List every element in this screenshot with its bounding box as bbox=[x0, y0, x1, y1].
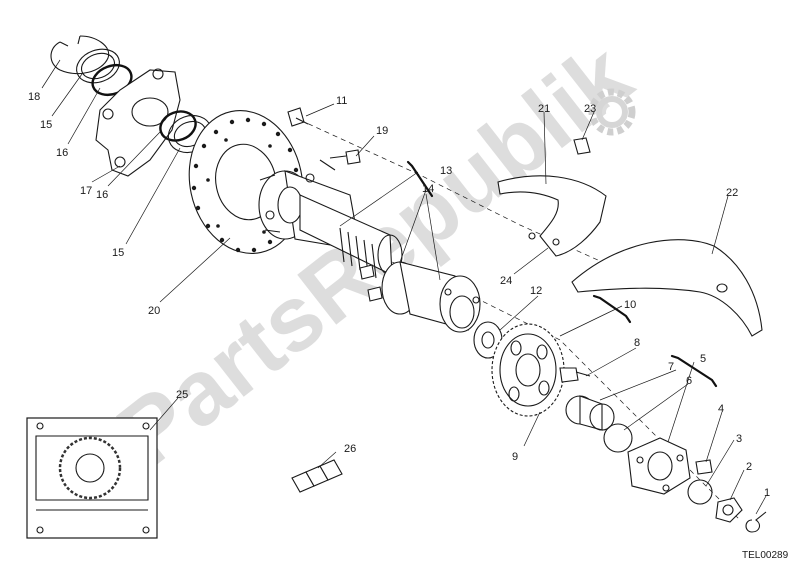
callout-13: 13 bbox=[440, 165, 452, 177]
callout-5: 5 bbox=[700, 353, 706, 365]
callout-17: 17 bbox=[80, 185, 92, 197]
callout-24: 24 bbox=[500, 275, 512, 287]
caliper-bracket-17 bbox=[95, 68, 181, 177]
washer-3 bbox=[687, 479, 713, 505]
callout-14: 14 bbox=[422, 183, 434, 195]
circlip-18 bbox=[50, 35, 110, 75]
callout-20: 20 bbox=[148, 305, 160, 317]
stud-8 bbox=[559, 367, 591, 383]
callout-25: 25 bbox=[176, 389, 188, 401]
screw-19 bbox=[329, 149, 361, 165]
bracket-10 bbox=[592, 294, 632, 324]
chain-guard-21 bbox=[497, 175, 607, 257]
callout-15-left: 15 bbox=[40, 119, 52, 131]
bracket-13 bbox=[406, 160, 434, 198]
callout-21: 21 bbox=[538, 103, 550, 115]
callout-23: 23 bbox=[584, 103, 596, 115]
sprocket-9 bbox=[491, 323, 565, 417]
pin-1 bbox=[745, 511, 767, 533]
callout-19: 19 bbox=[376, 125, 388, 137]
callout-9: 9 bbox=[512, 451, 518, 463]
inset-box-25 bbox=[26, 417, 158, 539]
rubber-23 bbox=[573, 137, 591, 155]
spacer-7 bbox=[565, 395, 615, 431]
callout-7: 7 bbox=[668, 361, 674, 373]
screw-11 bbox=[287, 107, 309, 127]
screw-small-a bbox=[359, 264, 375, 280]
callout-26: 26 bbox=[344, 443, 356, 455]
bearing-carrier-13 bbox=[381, 261, 481, 333]
callout-11: 11 bbox=[336, 95, 347, 107]
callout-3: 3 bbox=[736, 433, 742, 445]
gear-icon bbox=[588, 88, 636, 136]
drawing-code: TEL00289 bbox=[742, 550, 789, 561]
callout-2: 2 bbox=[746, 461, 752, 473]
ring-15-left bbox=[76, 48, 120, 84]
bracket-5 bbox=[670, 354, 718, 388]
sprocket-flange-5 bbox=[627, 437, 691, 495]
callout-4: 4 bbox=[718, 403, 724, 415]
screw-small-b bbox=[367, 286, 383, 302]
callout-16-right: 16 bbox=[96, 189, 108, 201]
leader-lines bbox=[41, 59, 767, 515]
callout-8: 8 bbox=[634, 337, 640, 349]
chain-links-26 bbox=[291, 459, 343, 493]
callout-12: 12 bbox=[530, 285, 542, 297]
bushing-4 bbox=[695, 459, 713, 475]
callout-1: 1 bbox=[764, 487, 770, 499]
washer-6 bbox=[603, 423, 633, 453]
callout-18: 18 bbox=[28, 91, 40, 103]
hub-axle-14 bbox=[258, 159, 403, 279]
callout-15-right: 15 bbox=[112, 247, 124, 259]
nut-2 bbox=[715, 497, 743, 523]
callout-22: 22 bbox=[726, 187, 738, 199]
callout-6: 6 bbox=[686, 375, 692, 387]
callout-16-left: 16 bbox=[56, 147, 68, 159]
callout-labels: 18 15 16 17 16 15 20 11 19 13 14 12 10 9… bbox=[28, 91, 770, 499]
callout-10: 10 bbox=[624, 299, 636, 311]
o-ring-16-right bbox=[159, 110, 197, 142]
mudguard-22 bbox=[571, 239, 763, 337]
